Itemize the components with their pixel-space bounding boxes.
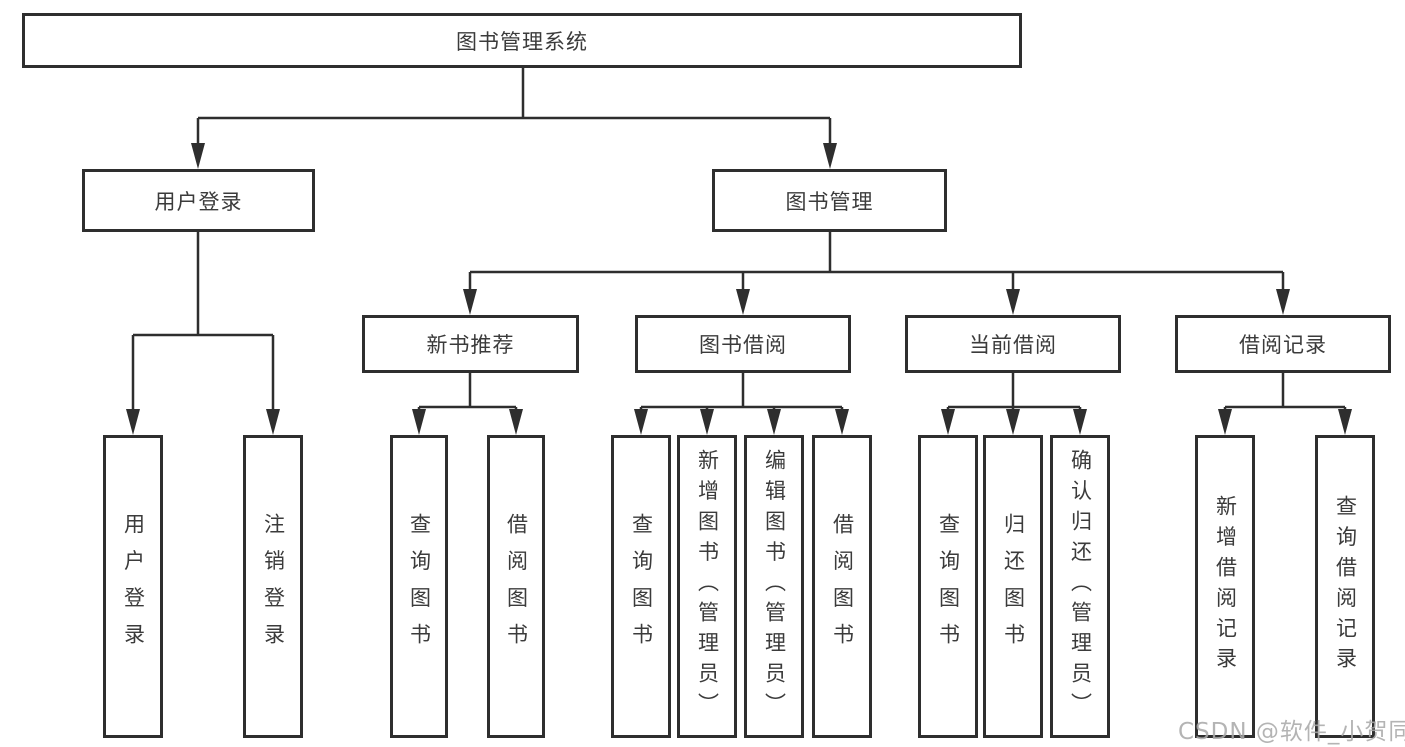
node-current-borrow: 当前借阅 (905, 315, 1121, 373)
node-borrow-records: 借阅记录 (1175, 315, 1391, 373)
leaf-add-books-admin-label: 新增图书（管理员） (695, 449, 720, 724)
edge-bookborrow-to-leaves (639, 373, 844, 415)
leaf-user-login-label: 用户登录 (121, 513, 146, 660)
node-new-book-recommend: 新书推荐 (362, 315, 579, 373)
node-current-borrow-label: 当前借阅 (969, 333, 1057, 357)
edge-root-to-level2 (196, 68, 832, 149)
leaf-user-login: 用户登录 (103, 435, 163, 738)
leaf-borrow-query-books: 查询图书 (611, 435, 671, 738)
leaf-borrow-query-books-label: 查询图书 (629, 513, 654, 660)
leaf-confirm-return-admin: 确认归还（管理员） (1050, 435, 1110, 738)
leaf-borrow-books: 借阅图书 (812, 435, 872, 738)
leaf-query-borrow-record: 查询借阅记录 (1315, 435, 1375, 738)
leaf-newbook-borrow-books-label: 借阅图书 (504, 513, 529, 660)
node-borrow-records-label: 借阅记录 (1239, 333, 1327, 357)
node-book-management-label: 图书管理 (785, 189, 874, 214)
leaf-query-borrow-record-label: 查询借阅记录 (1333, 495, 1358, 678)
leaf-newbook-borrow-books: 借阅图书 (487, 435, 545, 738)
edge-currentborrow-to-leaves (946, 373, 1082, 415)
leaf-return-books-label: 归还图书 (1001, 513, 1026, 660)
leaf-return-books: 归还图书 (983, 435, 1043, 738)
leaf-add-borrow-record-label: 新增借阅记录 (1213, 495, 1238, 678)
edge-records-to-leaves (1223, 373, 1347, 415)
node-book-borrow-label: 图书借阅 (699, 333, 787, 357)
node-new-book-recommend-label: 新书推荐 (426, 333, 515, 357)
node-root: 图书管理系统 (22, 13, 1022, 68)
node-root-label: 图书管理系统 (456, 29, 588, 54)
leaf-edit-books-admin: 编辑图书（管理员） (744, 435, 804, 738)
leaf-current-query-books: 查询图书 (918, 435, 978, 738)
node-user-login: 用户登录 (82, 169, 315, 232)
edge-bookmgmt-to-level3 (468, 232, 1285, 295)
leaf-newbook-query-books-label: 查询图书 (407, 513, 432, 660)
leaf-logout-label: 注销登录 (261, 513, 286, 660)
watermark: CSDN @软件_小贺同学 (1178, 719, 1405, 745)
edge-newbook-to-leaves (417, 373, 518, 415)
leaf-current-query-books-label: 查询图书 (936, 513, 961, 660)
leaf-add-borrow-record: 新增借阅记录 (1195, 435, 1255, 738)
edge-userlogin-to-leaves (131, 232, 275, 415)
node-book-borrow: 图书借阅 (635, 315, 851, 373)
node-book-management: 图书管理 (712, 169, 947, 232)
leaf-confirm-return-admin-label: 确认归还（管理员） (1068, 449, 1093, 724)
leaf-borrow-books-label: 借阅图书 (830, 513, 855, 660)
leaf-newbook-query-books: 查询图书 (390, 435, 448, 738)
leaf-edit-books-admin-label: 编辑图书（管理员） (762, 449, 787, 724)
node-user-login-label: 用户登录 (154, 189, 243, 214)
leaf-logout: 注销登录 (243, 435, 303, 738)
leaf-add-books-admin: 新增图书（管理员） (677, 435, 737, 738)
